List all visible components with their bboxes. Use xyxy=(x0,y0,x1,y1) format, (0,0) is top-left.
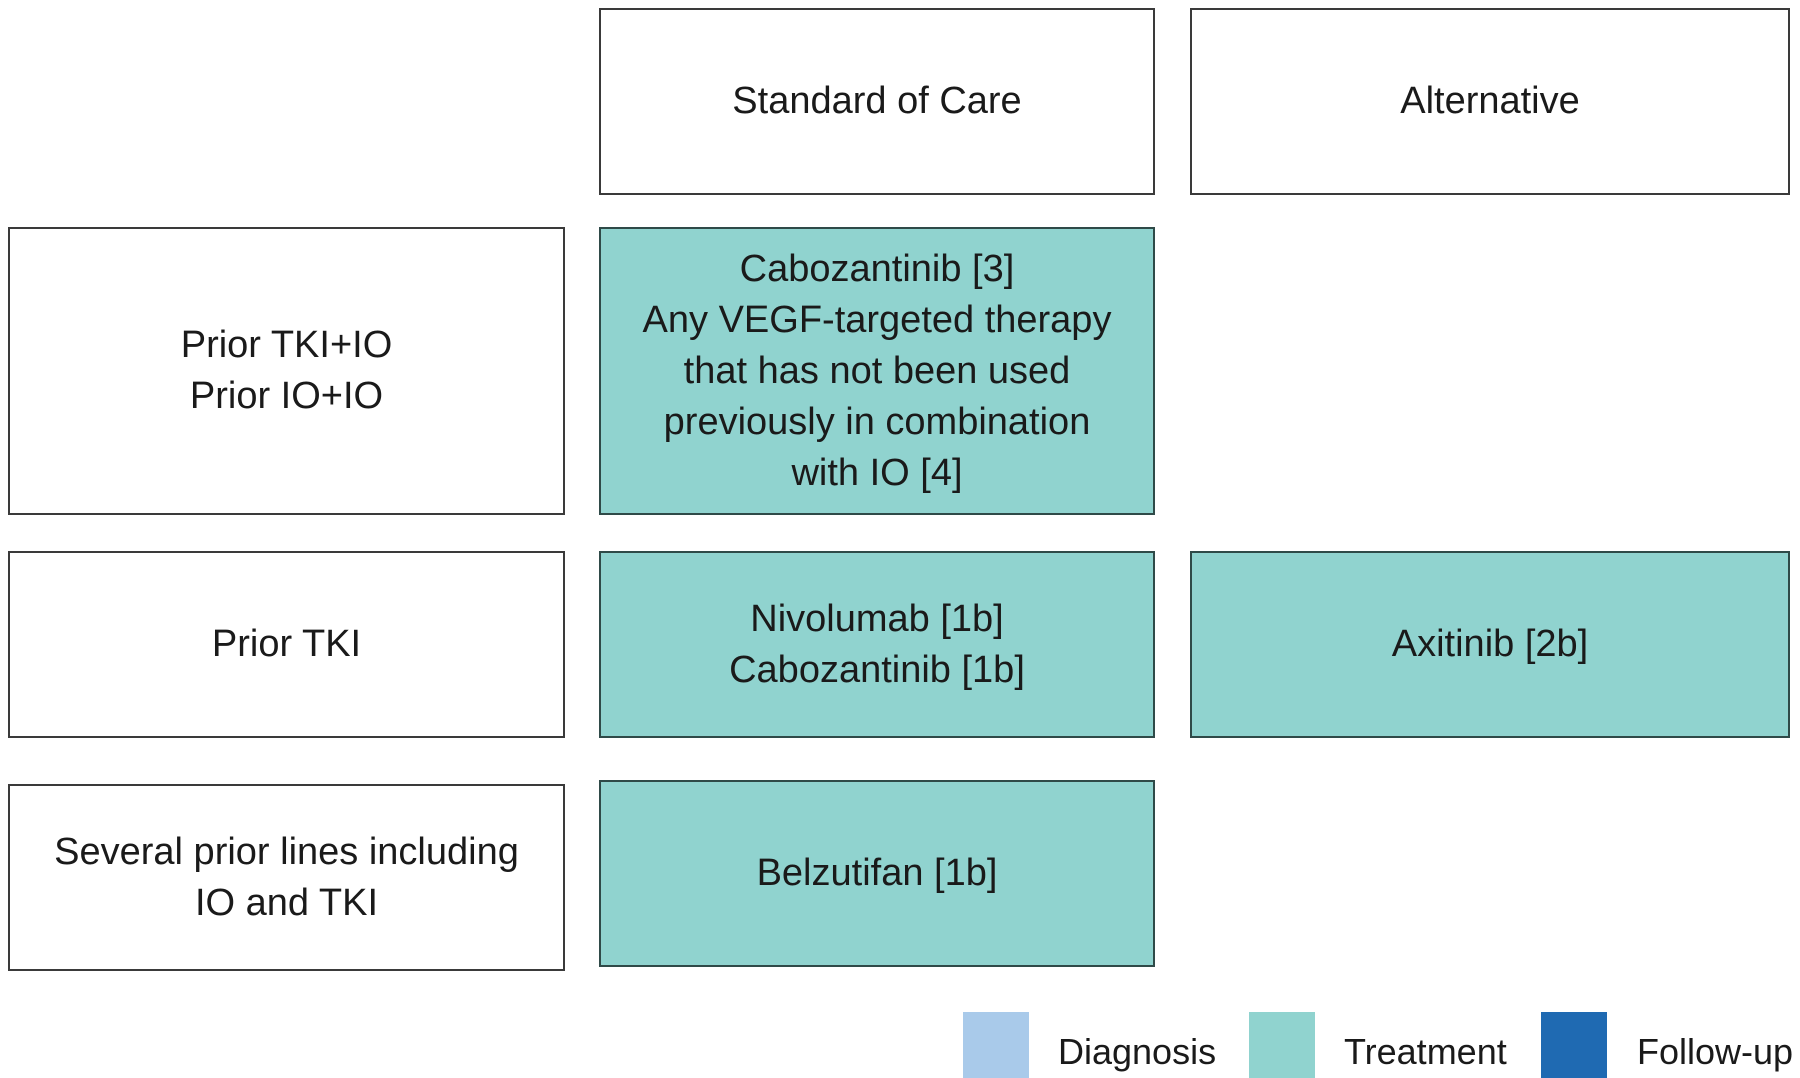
row-label-several-prior-lines: Several prior lines including IO and TKI xyxy=(8,784,565,971)
treatment-box-alternative-row2: Axitinib [2b] xyxy=(1190,551,1790,738)
treatment-line: Belzutifan [1b] xyxy=(756,852,998,894)
row-label-line: Prior IO+IO xyxy=(189,375,384,417)
header-standard-of-care: Standard of Care xyxy=(599,8,1155,195)
treatment-box-standard-row2: Nivolumab [1b] Cabozantinib [1b] xyxy=(599,551,1155,738)
treatment-box-standard-row3: Belzutifan [1b] xyxy=(599,780,1155,967)
legend-swatch-followup xyxy=(1541,1012,1607,1078)
row-label-prior-tki-io: Prior TKI+IO Prior IO+IO xyxy=(8,227,565,515)
treatment-line: that has not been used xyxy=(683,349,1071,392)
legend-label-diagnosis: Diagnosis xyxy=(1058,1031,1217,1072)
treatment-box-standard-row1: Cabozantinib [3] Any VEGF-targeted thera… xyxy=(599,227,1155,515)
row-label-prior-tki: Prior TKI xyxy=(8,551,565,738)
treatment-line: previously in combination xyxy=(663,400,1091,443)
treatment-line: Nivolumab [1b] xyxy=(750,597,1004,640)
treatment-line: Cabozantinib [3] xyxy=(739,247,1015,290)
row-label-line: Several prior lines including xyxy=(54,830,519,873)
row-label-line: IO and TKI xyxy=(194,881,379,924)
legend-swatch-treatment xyxy=(1249,1012,1315,1078)
row-label-line: Prior TKI+IO xyxy=(180,324,393,366)
treatment-line: with IO [4] xyxy=(791,451,963,494)
legend-swatch-diagnosis xyxy=(963,1012,1029,1078)
row-label-line: Prior TKI xyxy=(211,623,362,665)
legend-label-treatment: Treatment xyxy=(1344,1031,1507,1072)
legend-label-followup: Follow-up xyxy=(1637,1031,1794,1072)
treatment-line: Cabozantinib [1b] xyxy=(729,648,1025,691)
header-alternative: Alternative xyxy=(1190,8,1790,195)
treatment-line: Any VEGF-targeted therapy xyxy=(642,298,1112,341)
header-standard-of-care-label: Standard of Care xyxy=(732,80,1022,122)
header-alternative-label: Alternative xyxy=(1400,80,1580,122)
treatment-line: Axitinib [2b] xyxy=(1391,623,1589,665)
